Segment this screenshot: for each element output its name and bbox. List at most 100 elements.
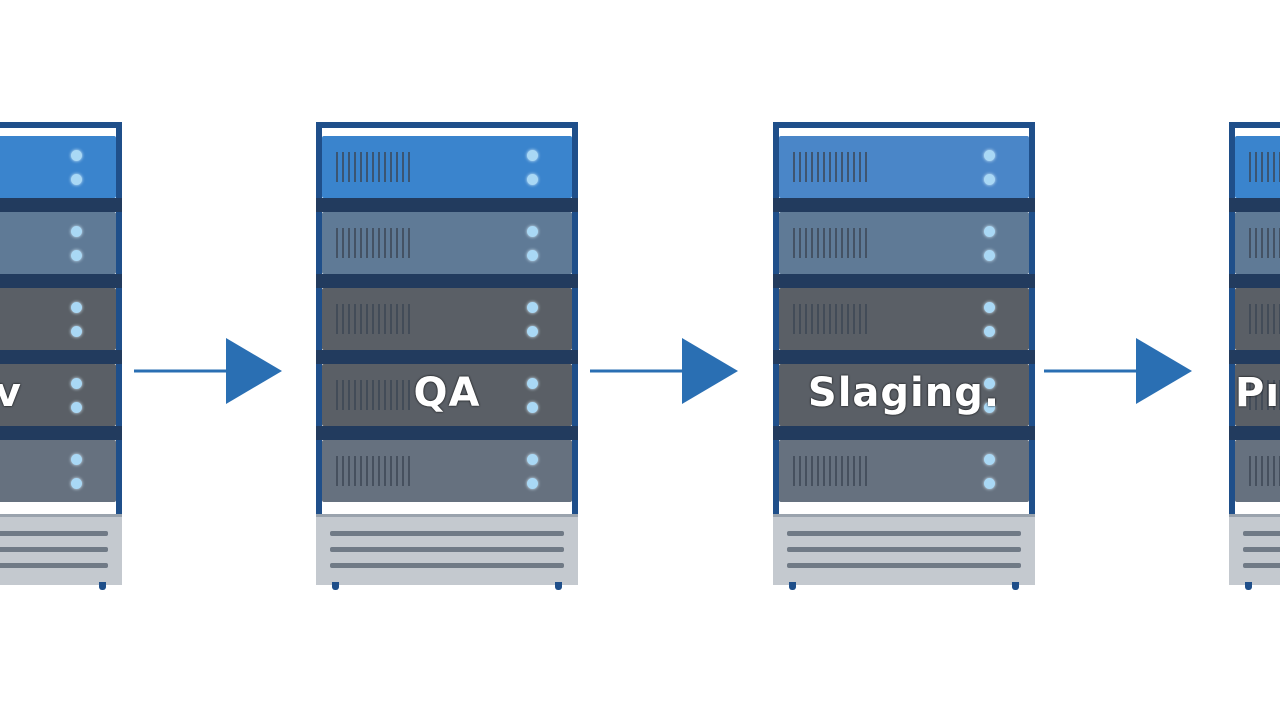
stage-label-dev: v	[0, 370, 22, 416]
stage-label-qa: QA	[413, 370, 481, 416]
base-stripe	[1243, 547, 1280, 552]
status-led	[984, 302, 995, 313]
server-unit-2	[316, 212, 578, 288]
server-unit-5	[322, 440, 572, 502]
status-led	[984, 226, 995, 237]
rack-base	[773, 514, 1035, 585]
status-led	[984, 326, 995, 337]
server-unit-4	[1229, 364, 1280, 440]
base-stripe	[787, 563, 1021, 568]
rack-foot	[99, 582, 106, 590]
vent-grille	[793, 228, 869, 258]
server-unit-4	[316, 364, 578, 440]
arrow-right-icon	[1044, 338, 1192, 404]
base-stripe	[330, 563, 564, 568]
base-stripe	[0, 547, 108, 552]
status-led	[984, 150, 995, 161]
arrow-head	[682, 338, 738, 404]
status-led	[527, 378, 538, 389]
vent-grille	[1249, 228, 1280, 258]
vent-grille	[793, 304, 869, 334]
status-led	[71, 402, 82, 413]
status-led	[71, 454, 82, 465]
vent-grille	[336, 380, 412, 410]
status-led	[527, 174, 538, 185]
vent-grille	[1249, 380, 1280, 410]
server-unit-1	[773, 136, 1035, 212]
rack-foot	[1012, 582, 1019, 590]
server-unit-2	[1229, 212, 1280, 288]
unit-separator	[773, 350, 1035, 364]
unit-separator	[0, 198, 122, 212]
unit-separator	[0, 350, 122, 364]
server-unit-4	[773, 364, 1035, 440]
unit-separator	[1229, 198, 1280, 212]
status-led	[71, 302, 82, 313]
server-unit-2	[0, 212, 122, 288]
status-led	[527, 250, 538, 261]
server-unit-3	[316, 288, 578, 364]
status-led	[527, 478, 538, 489]
rack-cap	[0, 122, 122, 128]
unit-separator	[773, 426, 1035, 440]
stage-label-prod: Pı	[1235, 370, 1280, 416]
vent-grille	[336, 228, 412, 258]
status-led	[527, 326, 538, 337]
unit-separator	[0, 274, 122, 288]
rack-qa: QA	[316, 122, 578, 592]
base-stripe	[787, 547, 1021, 552]
server-unit-1	[1229, 136, 1280, 212]
base-stripe	[330, 547, 564, 552]
stage-label-staging: Slaging.	[807, 370, 1001, 416]
base-stripe	[1243, 531, 1280, 536]
base-stripe	[1243, 563, 1280, 568]
unit-separator	[1229, 350, 1280, 364]
status-led	[71, 378, 82, 389]
rack-cap	[773, 122, 1035, 128]
unit-separator	[0, 426, 122, 440]
unit-separator	[316, 274, 578, 288]
rack-cap	[1229, 122, 1280, 128]
rack-base	[316, 514, 578, 585]
rack-foot	[332, 582, 339, 590]
vent-grille	[1249, 304, 1280, 334]
vent-grille	[793, 456, 869, 486]
rack-foot	[789, 582, 796, 590]
server-unit-3	[773, 288, 1035, 364]
rack-prod: Pı	[1229, 122, 1280, 592]
status-led	[527, 150, 538, 161]
vent-grille	[336, 304, 412, 334]
server-unit-3	[1229, 288, 1280, 364]
vent-grille	[793, 152, 869, 182]
unit-separator	[316, 426, 578, 440]
arrow-head	[226, 338, 282, 404]
arrow-right-icon	[134, 338, 282, 404]
server-unit-1	[316, 136, 578, 212]
status-led	[71, 478, 82, 489]
base-stripe	[330, 531, 564, 536]
server-unit-5	[0, 440, 116, 502]
unit-separator	[773, 198, 1035, 212]
rack-base	[1229, 514, 1280, 585]
status-led	[984, 174, 995, 185]
vent-grille	[336, 152, 412, 182]
rack-foot	[555, 582, 562, 590]
status-led	[527, 226, 538, 237]
status-led	[984, 378, 995, 389]
status-led	[71, 226, 82, 237]
rack-staging: Slaging.	[773, 122, 1035, 592]
status-led	[527, 454, 538, 465]
rack-base	[0, 514, 122, 585]
status-led	[527, 402, 538, 413]
rack-dev: v	[0, 122, 122, 592]
server-unit-3	[0, 288, 122, 364]
vent-grille	[1249, 456, 1280, 486]
base-stripe	[787, 531, 1021, 536]
unit-separator	[1229, 426, 1280, 440]
rack-cap	[316, 122, 578, 128]
status-led	[71, 150, 82, 161]
server-unit-1	[0, 136, 122, 212]
status-led	[527, 302, 538, 313]
server-unit-5	[779, 440, 1029, 502]
